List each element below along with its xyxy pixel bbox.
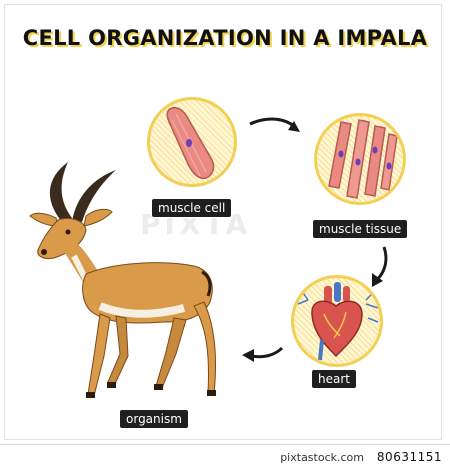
label-muscle-cell: muscle cell	[152, 199, 232, 217]
diagram-title: CELL ORGANIZATION IN A IMPALA	[22, 26, 428, 50]
impala-illustration	[29, 162, 216, 398]
muscle-cell-circle	[147, 97, 237, 187]
footer-site: pixtastock.com	[280, 451, 364, 464]
stock-footer: pixtastock.com 80631151	[0, 444, 450, 470]
heart-circle	[291, 275, 383, 367]
label-organism: organism	[120, 410, 188, 428]
label-muscle-tissue: muscle tissue	[313, 220, 408, 238]
arrow-tissue-to-heart	[372, 246, 388, 287]
label-heart: heart	[312, 370, 356, 388]
heart-illustration	[297, 282, 379, 361]
arrow-cell-to-tissue	[249, 117, 300, 132]
muscle-tissue-circle	[314, 113, 406, 205]
footer-image-id: 80631151	[376, 450, 442, 464]
muscle-tissue-illustration	[328, 119, 398, 199]
arrow-heart-to-organism	[242, 346, 284, 362]
muscle-cell-illustration	[166, 106, 215, 180]
